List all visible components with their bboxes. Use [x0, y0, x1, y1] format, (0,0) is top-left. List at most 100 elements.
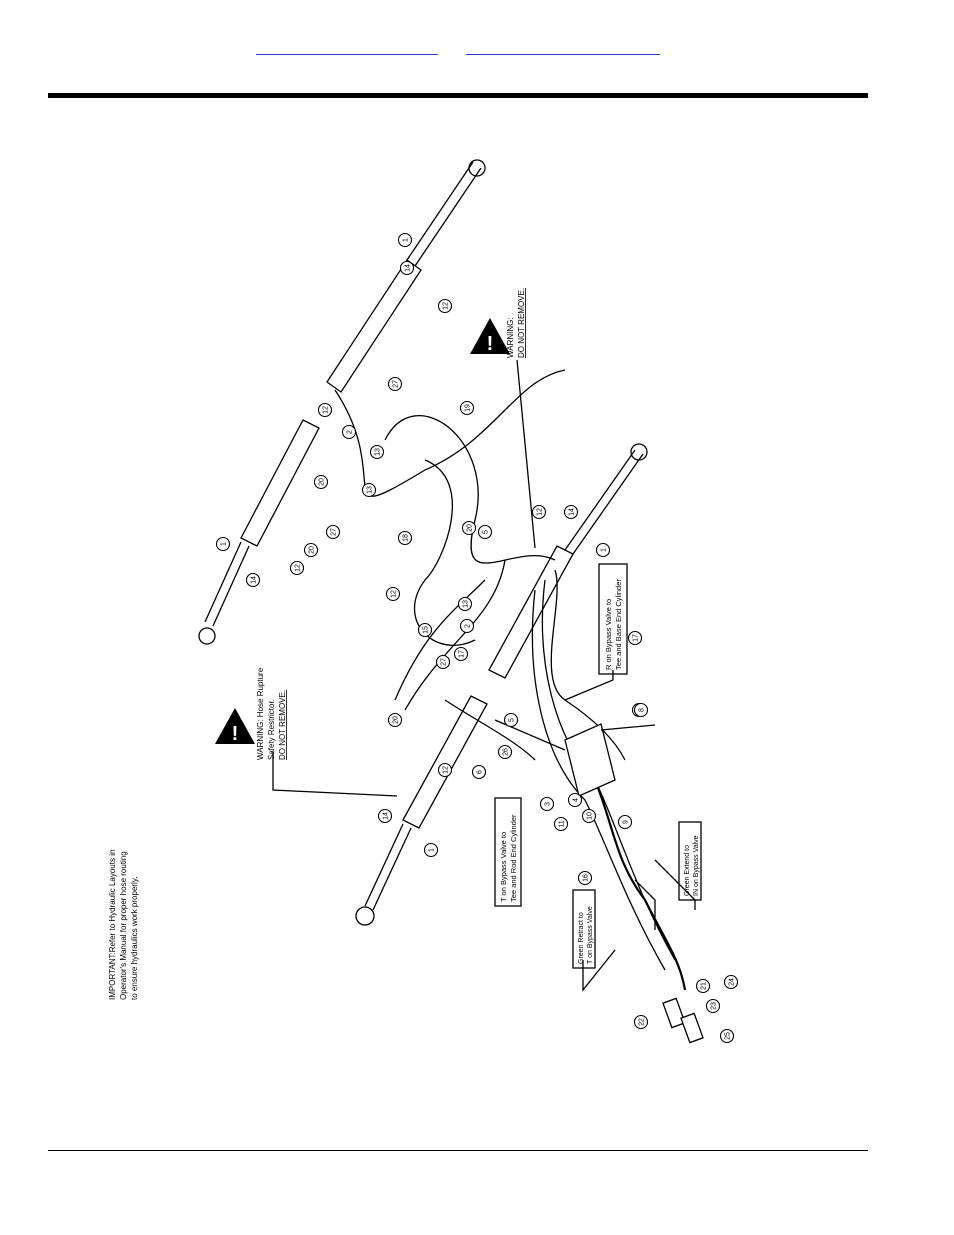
item-balloon-label: 17	[633, 634, 640, 642]
item-balloon: 23	[705, 998, 721, 1014]
item-balloon: 20	[303, 542, 319, 558]
item-balloon: 1	[423, 842, 439, 858]
item-balloon-label: 14	[569, 508, 576, 516]
item-balloon: 17	[453, 646, 469, 662]
item-balloon-label: 22	[639, 1018, 646, 1026]
svg-text:Green Extend to: Green Extend to	[684, 845, 691, 896]
item-balloon-label: 17	[459, 650, 466, 658]
item-balloon-label: 2	[347, 430, 354, 434]
item-balloon: 3	[539, 796, 555, 812]
svg-text:R on Bypass Valve to: R on Bypass Valve to	[604, 599, 613, 670]
item-balloon: 19	[459, 400, 475, 416]
item-balloon: 12	[385, 586, 401, 602]
cylinder-mid-right	[488, 443, 648, 679]
item-balloon: 18	[397, 530, 413, 546]
item-balloon: 12	[437, 298, 453, 314]
item-balloon-label: 11	[559, 820, 566, 827]
item-balloon-label: 18	[403, 534, 410, 542]
item-balloon: 13	[457, 596, 473, 612]
svg-text:to ensure hydraulics work prop: to ensure hydraulics work properly.	[130, 877, 139, 1000]
item-balloon-label: 2	[465, 624, 472, 628]
item-balloon: 12	[531, 504, 547, 520]
cylinder-top-right	[326, 159, 486, 393]
item-balloon-label: 12	[537, 508, 544, 516]
item-balloon-label: 12	[295, 564, 302, 572]
svg-text:Tee and Rod End Cylinder: Tee and Rod End Cylinder	[509, 814, 518, 902]
item-balloon: 9	[617, 814, 633, 830]
item-balloon-label: 20	[393, 716, 400, 724]
svg-text:Tee and Base End Cylinder: Tee and Base End Cylinder	[614, 579, 623, 670]
item-balloon: 24	[723, 974, 739, 990]
item-balloon-label: 20	[309, 546, 316, 554]
item-balloon-label: 24	[729, 978, 736, 986]
callout-t-bypass: T on Bypass Valve to Tee and Rod End Cyl…	[494, 797, 522, 907]
top-nav-link-1[interactable]	[256, 40, 438, 55]
svg-text:IMPORTANT:Refer to Hydraulic L: IMPORTANT:Refer to Hydraulic Layouts in	[108, 850, 117, 1000]
callout-green-extend: Green Extend to IN on Bypass Valve	[678, 821, 702, 901]
item-balloon: 6	[471, 764, 487, 780]
item-balloon: 14	[399, 260, 415, 276]
item-balloon: 22	[633, 1014, 649, 1030]
callout-r-bypass: R on Bypass Valve to Tee and Base End Cy…	[598, 563, 628, 675]
item-balloon: 12	[437, 762, 453, 778]
item-balloon: 12	[317, 402, 333, 418]
item-balloon-label: 23	[711, 1002, 718, 1010]
item-balloon: 4	[567, 792, 583, 808]
item-balloon-label: 15	[423, 626, 430, 634]
item-balloon: 5	[477, 524, 493, 540]
hydraulic-layout-diagram: ! ! IMPORTANT:Refer to Hydraulic Layouts…	[108, 159, 739, 1044]
item-balloon: 20	[461, 520, 477, 536]
svg-text:Safety Restrictor.: Safety Restrictor.	[267, 699, 276, 760]
item-balloon: 2	[459, 618, 475, 634]
item-balloon-label: 26	[503, 748, 510, 756]
item-balloon-label: 14	[251, 576, 258, 584]
hose-routing	[334, 369, 687, 991]
item-balloon: 14	[245, 572, 261, 588]
item-balloon-label: 13	[463, 600, 470, 608]
item-balloon: 20	[313, 474, 329, 490]
item-balloon-label: 27	[393, 380, 400, 388]
quick-couplers	[662, 997, 704, 1044]
item-balloon-label: 12	[443, 302, 450, 310]
footer-rule	[48, 1150, 868, 1151]
svg-text:T on Bypass Valve: T on Bypass Valve	[587, 906, 594, 964]
item-balloon: 2	[341, 424, 357, 440]
item-balloon: 13	[361, 482, 377, 498]
item-balloon-label: 8	[639, 708, 646, 712]
item-balloon-label: 13	[375, 448, 382, 456]
item-balloon-label: 19	[465, 404, 472, 412]
item-balloon: 10	[581, 808, 597, 824]
warning-note-left: WARNING: Hose Rupture Safety Restrictor.…	[256, 667, 287, 760]
important-note: IMPORTANT:Refer to Hydraulic Layouts in …	[108, 850, 139, 1000]
item-balloon: 11	[553, 816, 569, 832]
item-balloon-label: 12	[443, 766, 450, 774]
svg-text:IN on Bypass Valve: IN on Bypass Valve	[693, 835, 700, 896]
top-nav-link-2[interactable]	[466, 40, 660, 55]
item-balloon-label: 25	[725, 1032, 732, 1040]
svg-text:T on Bypass Valve to: T on Bypass Valve to	[499, 832, 508, 902]
item-balloon: 17	[627, 630, 643, 646]
item-balloon: 1	[595, 542, 611, 558]
item-balloon: 8	[633, 702, 649, 718]
item-balloon: 26	[497, 744, 513, 760]
item-balloon-label: 3	[545, 802, 552, 806]
item-balloon: 15	[417, 622, 433, 638]
item-balloon: 14	[563, 504, 579, 520]
item-balloon-label: 10	[587, 812, 594, 820]
item-balloon-label: 12	[391, 590, 398, 598]
item-balloon: 25	[719, 1028, 735, 1044]
item-balloon: 13	[369, 444, 385, 460]
item-balloon-label: 1	[601, 548, 608, 552]
item-balloon: 16	[577, 870, 593, 886]
cylinder-top-left	[198, 419, 320, 645]
item-balloon: 27	[435, 654, 451, 670]
item-balloon: 5	[503, 712, 519, 728]
item-balloon-label: 12	[323, 406, 330, 414]
svg-text:Green Retract to: Green Retract to	[578, 912, 585, 964]
bypass-valve	[494, 719, 656, 797]
warning-triangle-icon: !	[215, 708, 255, 745]
header-rule	[48, 93, 868, 98]
warning-note-right: WARNING: DO NOT REMOVE.	[506, 288, 526, 358]
item-balloon-label: 1	[429, 848, 436, 852]
item-balloon-label: 5	[509, 718, 516, 722]
